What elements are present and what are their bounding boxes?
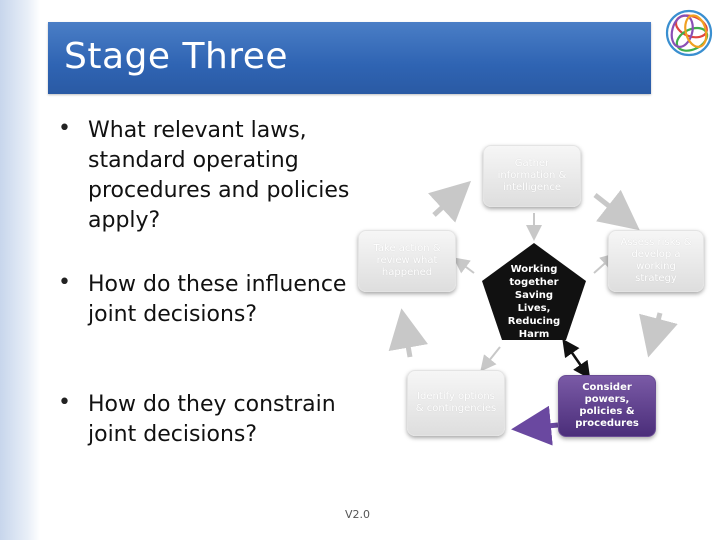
spoke-identify [480, 346, 501, 372]
slide-title: Stage Three [64, 36, 289, 77]
center-label: Working together Saving Lives, Reducing … [507, 264, 561, 340]
title-bar: Stage Three [48, 22, 651, 94]
arrow-assess-to-consider [639, 312, 678, 358]
arrow-consider-to-identify [511, 405, 559, 446]
node-assess-risks: Assess risks & develop a working strateg… [608, 230, 704, 292]
spoke-consider [562, 338, 591, 380]
node-take-action: Take action & review what happened [358, 230, 456, 292]
arrow-identify-to-take-action [388, 308, 429, 358]
node-identify-options: Identify options & contingencies [407, 370, 505, 436]
cycle-connectors [388, 180, 678, 446]
left-band [0, 0, 40, 540]
node-gather-information: Gather information & intelligence [483, 145, 581, 207]
bullet-text: What relevant laws, standard operating p… [88, 118, 350, 233]
node-consider-powers: Consider powers, policies & procedures [558, 375, 656, 437]
version-label: V2.0 [345, 508, 371, 521]
bullet-text: How do these influence joint decisions? [88, 272, 347, 327]
bullet-dot: • [58, 390, 71, 415]
center-pentagon [482, 243, 586, 340]
bullet-dot: • [58, 270, 71, 295]
arrow-gather-to-assess [593, 189, 640, 231]
cycle-diagram: Gather information & intelligence Assess… [350, 135, 720, 455]
spoke-take-action [453, 257, 475, 274]
bullet-dot: • [58, 116, 71, 141]
arrow-take-action-to-gather [428, 180, 472, 223]
bullet-text: How do they constrain joint decisions? [88, 392, 336, 447]
logo-knot-icon [665, 9, 713, 57]
